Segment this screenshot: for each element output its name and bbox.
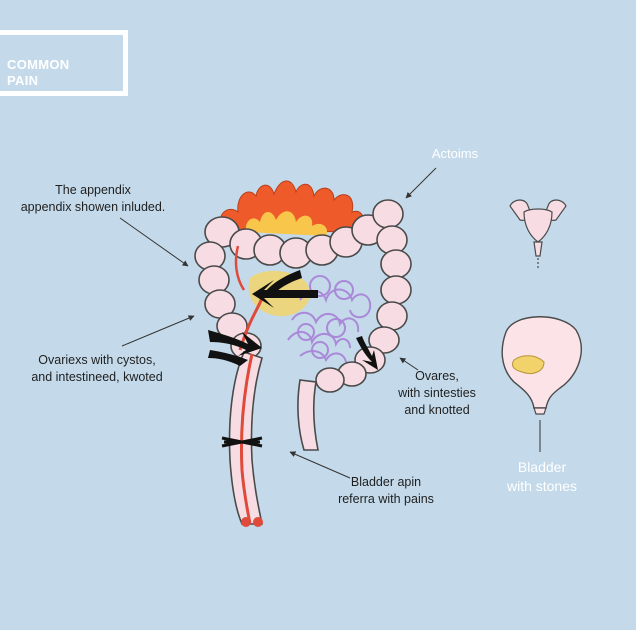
title-box: COMMON PAIN — [0, 30, 128, 96]
bladder-pain-label: Bladder apin referra with pains — [338, 475, 434, 506]
title-line-1: COMMON — [7, 57, 70, 72]
bladder-stones-label: Bladder with stones — [506, 459, 578, 494]
appendix-tube — [221, 245, 265, 527]
ovaries-left-label: Ovariexs with cystos, and intestineed, k… — [31, 353, 163, 384]
pain-arrows — [208, 270, 378, 370]
inflammation-flames — [219, 180, 364, 236]
bladder-icon — [501, 316, 582, 415]
actoims-label: Actoims — [431, 146, 479, 161]
small-intestine-coil — [287, 275, 372, 363]
title-line-2: PAIN — [7, 73, 39, 88]
ovaries-right-label: Ovares, with sintesties and knotted — [398, 369, 476, 417]
appendix-label: The appendix appendix showen inluded. — [20, 183, 166, 214]
leader-lines — [119, 167, 541, 479]
uterus-icon — [509, 199, 567, 270]
